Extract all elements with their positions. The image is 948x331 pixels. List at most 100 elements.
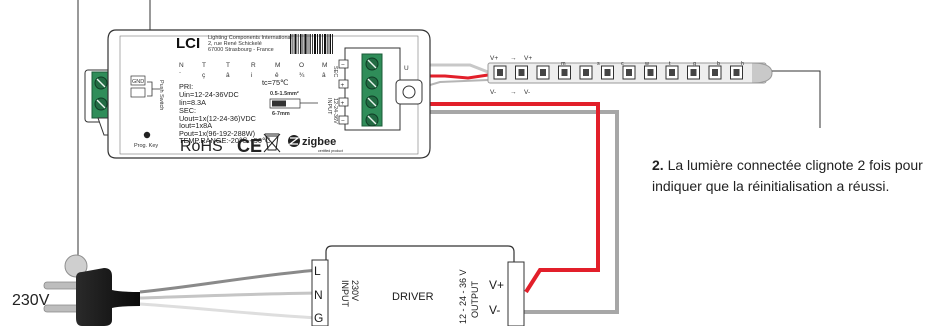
svg-text:m: m xyxy=(561,61,566,67)
strip-arrow-minus: → xyxy=(510,89,517,96)
driver-title: DRIVER xyxy=(392,291,434,303)
mounting-hole xyxy=(402,85,416,99)
svg-text:ê: ê xyxy=(275,72,279,79)
gnd-label: GND xyxy=(132,79,144,85)
wire-gauge: 0.5-1.5mm² xyxy=(270,90,299,97)
terminal-plus-label-2: + xyxy=(341,100,345,107)
screw-icon xyxy=(365,76,379,90)
barcode-icon xyxy=(290,34,333,54)
company-address-line2: 67000 Strasbourg - France xyxy=(208,47,274,53)
driver-input-label: INPUT xyxy=(340,280,350,308)
led-chip-core xyxy=(540,69,546,76)
svg-text:c: c xyxy=(621,61,624,67)
svg-text:h: h xyxy=(741,61,744,67)
driver-pin-l: L xyxy=(314,264,321,278)
driver-output-voltage: 12 - 24 - 36 V xyxy=(458,269,468,324)
tc-spec: tc=75℃ xyxy=(262,78,288,87)
uout-spec: Uout=1x(12-24-36)VDC xyxy=(179,114,256,123)
iout-spec: Iout=1x8A xyxy=(179,121,212,130)
mains-wire-g xyxy=(139,302,319,320)
svg-text:N: N xyxy=(179,62,184,69)
led-chip-core xyxy=(604,69,611,76)
svg-text:g: g xyxy=(693,61,696,67)
led-chip-core xyxy=(690,69,697,76)
status-letters-top: N T T R M O M xyxy=(179,62,327,69)
driver-v-plus: V+ xyxy=(489,278,504,292)
input-side-label: INPUT xyxy=(326,98,332,115)
svg-text:t: t xyxy=(669,61,671,67)
strip-end-cap xyxy=(751,62,773,84)
pri-side-label: 12-24-36V xyxy=(332,98,338,124)
controller-box: − + + − SEC INPUT 12-24-36V U GND Push S… xyxy=(84,29,431,159)
svg-text:M: M xyxy=(275,62,280,69)
driver-pin-g: G xyxy=(314,311,323,325)
lci-logo: LCI xyxy=(176,35,200,52)
mains-wire-l xyxy=(139,268,319,294)
led-chip-core xyxy=(497,69,503,76)
svg-text:T: T xyxy=(226,62,230,69)
svg-text:¾: ¾ xyxy=(299,72,305,79)
strip-length: 6-7mm xyxy=(272,111,290,117)
ce-mark: CE xyxy=(237,136,262,156)
mains-voltage-label: 230V xyxy=(12,292,50,309)
led-chip-core xyxy=(669,69,675,76)
screw-icon xyxy=(365,113,379,127)
screw-icon xyxy=(365,57,379,71)
mains-plug-icon xyxy=(43,254,140,326)
wire-strip-icon xyxy=(269,98,318,109)
svg-text:T: T xyxy=(202,62,206,69)
strip-arrow-plus: → xyxy=(510,55,517,62)
zigbee-logo-icon xyxy=(288,135,300,147)
company-address-line1: 2, rue René Schickelé xyxy=(208,41,262,47)
led-chip-core xyxy=(583,69,589,76)
svg-text:s: s xyxy=(597,61,600,67)
led-chip-core xyxy=(712,69,718,76)
svg-text:R: R xyxy=(251,62,256,69)
led-chip-core xyxy=(561,69,568,76)
driver-v-minus: V- xyxy=(489,303,500,317)
led-chip-core xyxy=(733,69,740,76)
weee-bin-icon xyxy=(263,133,281,153)
terminal-minus-label-2: − xyxy=(341,118,345,125)
push-switch-icon xyxy=(147,81,160,97)
prog-key-label: Prog. Key xyxy=(134,143,158,149)
strip-v-minus-left: V- xyxy=(490,89,496,96)
leader-line-note xyxy=(772,70,821,128)
strip-stripe-letters: m s c w t g b h xyxy=(561,61,744,67)
status-letters-bottom: ` ç â i ê ¾ â xyxy=(179,72,326,79)
pout-spec: Pout=1x(96-192-288W) xyxy=(179,129,255,138)
led-chip-core xyxy=(647,69,654,76)
svg-text:ç: ç xyxy=(202,72,206,79)
svg-text:O: O xyxy=(299,62,304,69)
sec-label: SEC xyxy=(332,66,338,77)
zigbee-sub-label: certified product xyxy=(318,149,343,153)
led-chip-core xyxy=(518,69,525,76)
svg-text:M: M xyxy=(322,62,327,69)
strip-v-plus-right: V+ xyxy=(524,55,532,62)
driver-box: L N G 230V INPUT DRIVER 12 - 24 - 36 V O… xyxy=(311,245,525,327)
note-text: La lumière connectée clignote 2 fois pou… xyxy=(652,157,923,194)
zigbee-label: zigbee xyxy=(302,136,336,148)
prog-key-button[interactable] xyxy=(143,131,151,139)
push-switch-label: Push Switch xyxy=(158,80,164,110)
strip-v-minus-right: V- xyxy=(524,89,530,96)
svg-text:â: â xyxy=(322,72,326,79)
driver-input-voltage: 230V xyxy=(350,280,360,301)
svg-text:`: ` xyxy=(179,72,181,79)
terminal-u-label: U xyxy=(404,65,409,72)
led-strip: V+ → V+ V- → V- m s c w t g b h xyxy=(487,55,773,96)
uin-spec: Uin=12-24-36VDC xyxy=(179,90,239,99)
strip-v-plus-left: V+ xyxy=(490,55,498,62)
svg-text:â: â xyxy=(226,72,230,79)
driver-pin-n: N xyxy=(314,288,323,302)
svg-text:w: w xyxy=(644,61,649,67)
led-chips xyxy=(493,65,743,80)
svg-text:b: b xyxy=(717,61,720,67)
pri-header: PRI: xyxy=(179,82,193,91)
company-name: Lighting Components International xyxy=(208,35,292,41)
rohs-mark: RoHS xyxy=(180,138,223,155)
note-step-number: 2. xyxy=(652,157,664,173)
screw-icon xyxy=(365,95,379,109)
terminal-plus-label: + xyxy=(341,82,345,89)
